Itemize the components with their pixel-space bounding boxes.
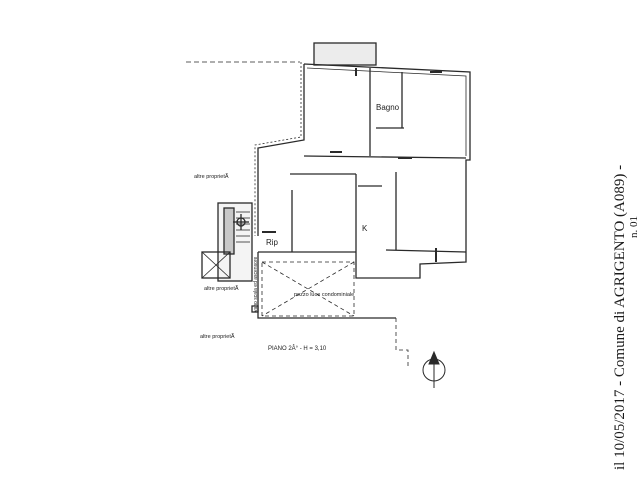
room-label-rip: Rip bbox=[266, 238, 279, 247]
stair-core bbox=[223, 207, 235, 255]
light-well bbox=[261, 261, 355, 317]
note-vano-scala: vano scala ed ascensore bbox=[253, 256, 259, 312]
note-altre-proprieta: altre proprietÃ bbox=[194, 173, 229, 180]
interior-wall bbox=[385, 249, 467, 253]
boundary-line bbox=[395, 318, 409, 368]
outer-wall-inner bbox=[254, 62, 302, 236]
outer-wall bbox=[257, 64, 305, 236]
floor-level-label: PIANO 2Â° - H = 3,10 bbox=[268, 345, 327, 352]
north-arrow-icon bbox=[422, 350, 446, 388]
outer-wall bbox=[257, 252, 396, 319]
balcony bbox=[313, 42, 377, 66]
outer-wall-inner bbox=[306, 67, 467, 156]
registry-stamp-number: n. 01 bbox=[628, 216, 640, 238]
marker-square bbox=[251, 305, 259, 313]
room-label-bagno: Bagno bbox=[376, 103, 400, 112]
elevator bbox=[201, 251, 231, 279]
note-altre-proprieta: altre proprietÃ bbox=[200, 333, 235, 340]
interior-wall bbox=[303, 155, 467, 159]
room-label-kitchen: K bbox=[362, 224, 368, 233]
note-altre-proprieta: altre proprietÃ bbox=[204, 285, 239, 292]
registry-stamp: il 10/05/2017 - Comune di AGRIGENTO (A08… bbox=[612, 164, 628, 470]
note-pozzo-luce: pozzo luce condominiale bbox=[294, 292, 354, 298]
outer-wall bbox=[303, 63, 471, 279]
